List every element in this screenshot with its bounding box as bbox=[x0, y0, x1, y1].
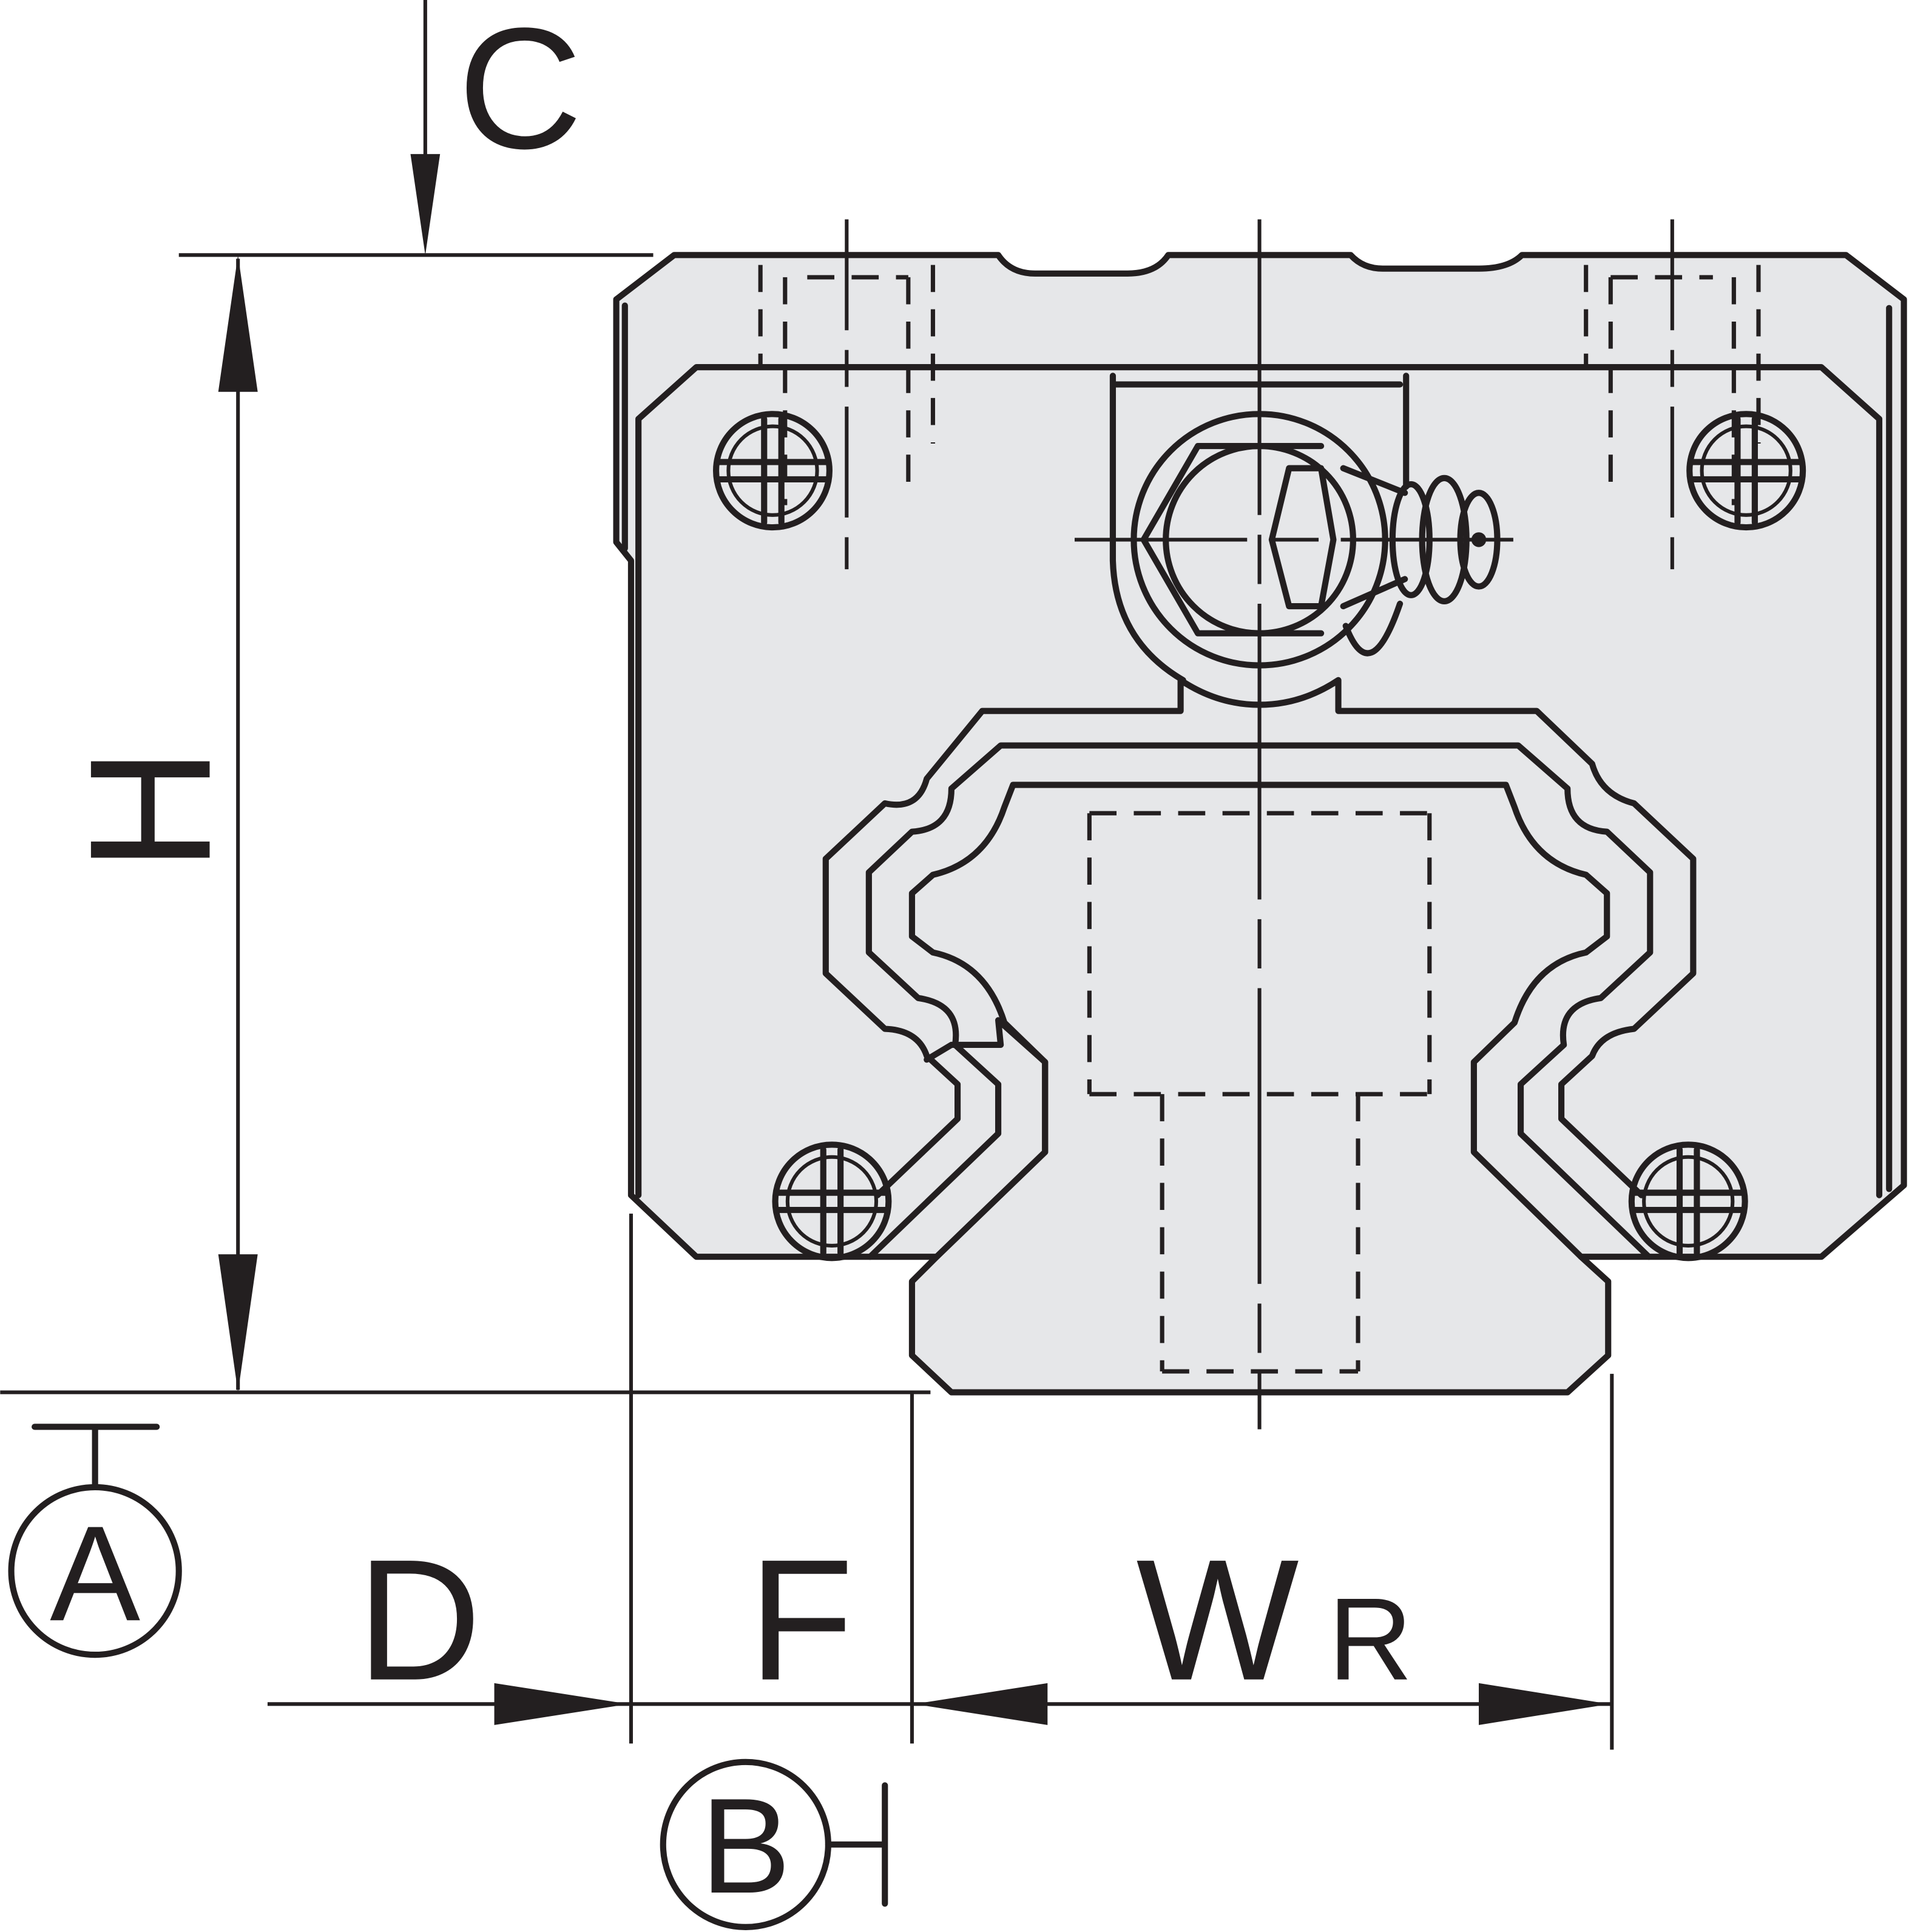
datum-a-label: A bbox=[50, 1498, 140, 1649]
datum-b-symbol bbox=[825, 1782, 888, 1907]
nipple-housing bbox=[1109, 373, 1410, 683]
label-f: F bbox=[748, 1524, 854, 1717]
h-arrowhead-bottom bbox=[218, 1254, 258, 1393]
d-arrowhead bbox=[494, 1683, 629, 1725]
label-h: H bbox=[54, 747, 246, 871]
datum-a-symbol bbox=[32, 1424, 160, 1491]
c-arrowhead bbox=[410, 154, 441, 255]
nipple-body bbox=[1268, 465, 1408, 657]
screw-top-right-icon bbox=[1686, 411, 1806, 531]
label-wr-main: W bbox=[1136, 1524, 1300, 1717]
hidden-rail-bolt bbox=[1087, 811, 1432, 1374]
label-c: C bbox=[458, 0, 583, 185]
nipple-wedge bbox=[1140, 443, 1325, 637]
wr-arrowhead bbox=[1479, 1683, 1610, 1725]
datum-b-label: B bbox=[700, 1771, 791, 1922]
datum-a-circle bbox=[8, 1484, 182, 1658]
screw-bottom-right-icon bbox=[1628, 1141, 1748, 1262]
f-arrowhead bbox=[914, 1683, 1048, 1725]
hidden-bolt-hole-left bbox=[758, 265, 936, 505]
label-d: D bbox=[357, 1524, 481, 1717]
label-wr-sub: R bbox=[1328, 1573, 1413, 1704]
screw-top-left-icon bbox=[713, 411, 833, 531]
screw-bottom-left-icon bbox=[772, 1141, 892, 1262]
h-arrowhead-top bbox=[218, 255, 258, 392]
hidden-bolt-hole-right bbox=[1584, 265, 1761, 505]
